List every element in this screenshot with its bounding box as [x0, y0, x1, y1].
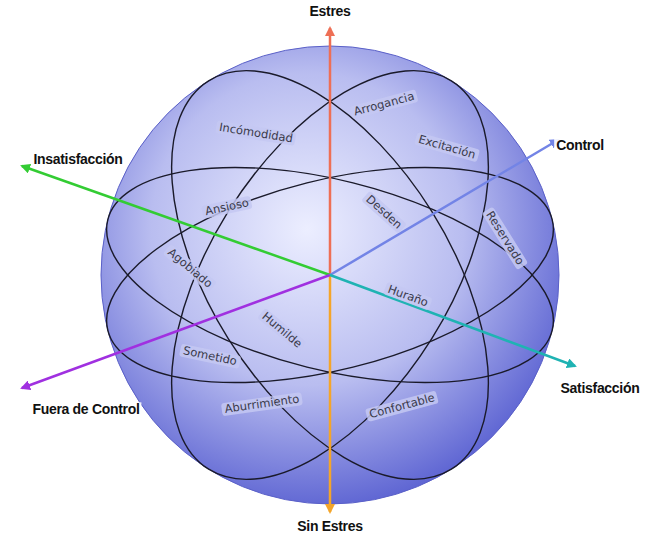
- axis-label: Control: [554, 138, 606, 153]
- axis-label: Fuera de Control: [30, 402, 141, 417]
- axis-label: Insatisfacción: [31, 152, 124, 167]
- axis-label: Estres: [307, 4, 352, 19]
- axis-label: Satisfacción: [559, 381, 642, 396]
- axis-label: Sin Estres: [295, 519, 364, 534]
